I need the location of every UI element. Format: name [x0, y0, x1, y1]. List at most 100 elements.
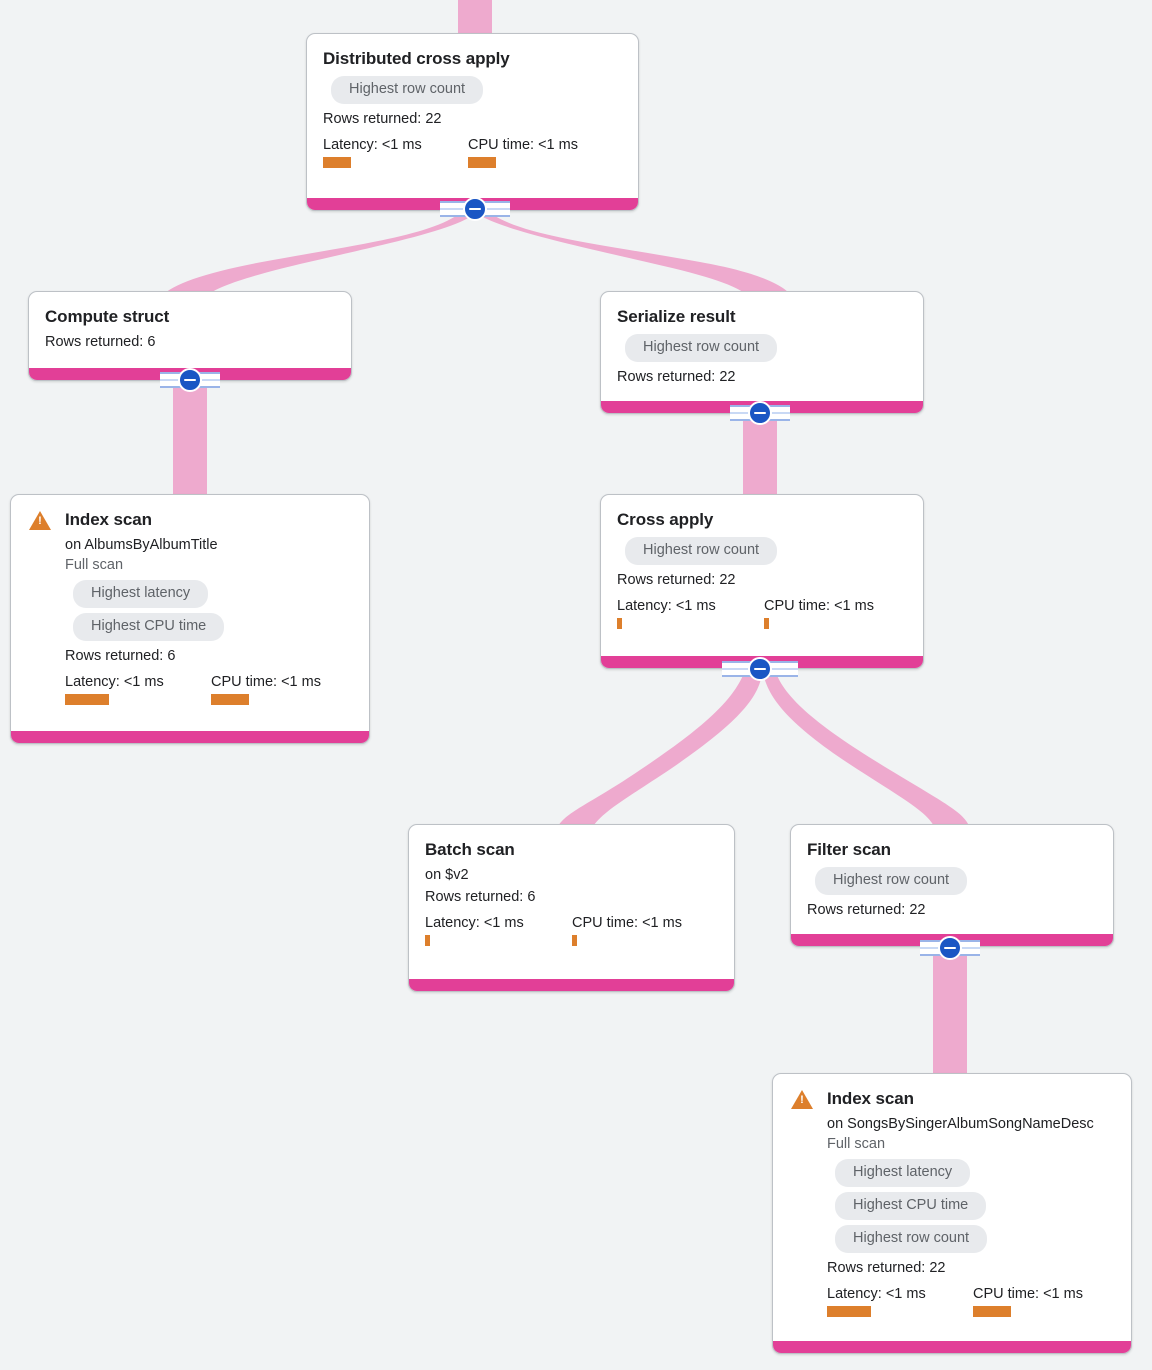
- node-rows-returned: Rows returned: 6: [45, 334, 156, 350]
- metric-cpu: CPU time: <1 ms: [973, 1285, 1083, 1317]
- metric-cpu-label: CPU time: <1 ms: [468, 137, 578, 153]
- collapse-button-serialize-result[interactable]: [748, 401, 772, 425]
- node-scan-type: Full scan: [65, 557, 124, 573]
- metric-latency-bar: [425, 935, 430, 946]
- metric-cpu: CPU time: <1 ms: [572, 914, 682, 946]
- node-body: Batch scan on $v2 Rows returned: 6 Laten…: [409, 825, 734, 956]
- node-batch-scan[interactable]: Batch scan on $v2 Rows returned: 6 Laten…: [408, 824, 735, 992]
- chip-highest-row-count: Highest row count: [331, 76, 484, 104]
- node-serialize-result[interactable]: Serialize result Highest row count Rows …: [600, 291, 924, 414]
- edge-cross-apply-to-batch-scan: [557, 670, 762, 828]
- node-filter-scan[interactable]: Filter scan Highest row count Rows retur…: [790, 824, 1114, 947]
- metric-latency: Latency: <1 ms: [827, 1285, 973, 1317]
- edge-cross-apply-to-filter-scan: [763, 670, 970, 828]
- metric-latency: Latency: <1 ms: [323, 136, 468, 168]
- node-metrics: Latency: <1 ms CPU time: <1 ms: [617, 597, 907, 629]
- warning-triangle-icon: [791, 1090, 813, 1109]
- node-footer-bar: [409, 979, 734, 991]
- metric-latency: Latency: <1 ms: [617, 597, 764, 629]
- edge-dca-to-serialize-result: [477, 212, 792, 296]
- chip-highest-latency: Highest latency: [835, 1159, 971, 1187]
- chip-highest-row-count: Highest row count: [625, 537, 778, 565]
- collapse-button-distributed-cross-apply[interactable]: [463, 197, 487, 221]
- node-body: Index scan on AlbumsByAlbumTitle Full sc…: [11, 495, 369, 715]
- metric-latency-bar: [617, 618, 622, 629]
- metric-latency-label: Latency: <1 ms: [425, 915, 524, 931]
- node-body: Filter scan Highest row count Rows retur…: [791, 825, 1113, 931]
- metric-latency-bar: [323, 157, 351, 168]
- node-rows-returned: Rows returned: 22: [827, 1260, 946, 1276]
- metric-latency-label: Latency: <1 ms: [617, 598, 716, 614]
- metric-cpu: CPU time: <1 ms: [211, 673, 321, 705]
- node-title: Serialize result: [617, 307, 736, 326]
- node-index-scan-songs[interactable]: Index scan on SongsBySingerAlbumSongName…: [772, 1073, 1132, 1354]
- node-distributed-cross-apply[interactable]: Distributed cross apply Highest row coun…: [306, 33, 639, 211]
- node-metrics: Latency: <1 ms CPU time: <1 ms: [425, 914, 718, 946]
- node-metrics: Latency: <1 ms CPU time: <1 ms: [323, 136, 622, 168]
- chip-highest-row-count: Highest row count: [815, 867, 968, 895]
- edge-root-inbound: [458, 0, 492, 34]
- node-title: Filter scan: [807, 840, 891, 859]
- node-chips: Highest row count: [617, 332, 907, 365]
- metric-cpu-bar: [764, 618, 769, 629]
- metric-cpu-label: CPU time: <1 ms: [572, 915, 682, 931]
- node-metrics: Latency: <1 ms CPU time: <1 ms: [827, 1285, 1115, 1317]
- chip-highest-row-count: Highest row count: [835, 1225, 988, 1253]
- node-chips: Highest row count: [617, 535, 907, 568]
- node-title: Compute struct: [45, 307, 170, 326]
- node-rows-returned: Rows returned: 6: [65, 648, 176, 664]
- node-title: Cross apply: [617, 510, 714, 529]
- collapse-button-filter-scan[interactable]: [938, 936, 962, 960]
- metric-latency-label: Latency: <1 ms: [65, 674, 164, 690]
- metric-cpu-label: CPU time: <1 ms: [973, 1286, 1083, 1302]
- node-index-name: on $v2: [425, 867, 469, 883]
- node-body: Distributed cross apply Highest row coun…: [307, 34, 638, 178]
- metric-cpu-bar: [468, 157, 496, 168]
- node-body: Index scan on SongsBySingerAlbumSongName…: [773, 1074, 1131, 1327]
- node-title: Index scan: [65, 510, 152, 529]
- node-index-scan-albums[interactable]: Index scan on AlbumsByAlbumTitle Full sc…: [10, 494, 370, 744]
- metric-cpu-bar: [572, 935, 577, 946]
- node-metrics: Latency: <1 ms CPU time: <1 ms: [65, 673, 353, 705]
- metric-cpu-label: CPU time: <1 ms: [764, 598, 874, 614]
- node-title: Distributed cross apply: [323, 49, 510, 68]
- node-index-name: on SongsBySingerAlbumSongNameDesc: [827, 1116, 1094, 1132]
- chip-highest-cpu-time: Highest CPU time: [73, 613, 225, 641]
- node-compute-struct[interactable]: Compute struct Rows returned: 6: [28, 291, 352, 381]
- collapse-button-compute-struct[interactable]: [178, 368, 202, 392]
- edge-compute-struct-to-index-scan: [173, 380, 207, 495]
- edge-dca-to-compute-struct: [162, 212, 475, 296]
- metric-cpu-label: CPU time: <1 ms: [211, 674, 321, 690]
- node-rows-returned: Rows returned: 22: [323, 111, 442, 127]
- metric-cpu: CPU time: <1 ms: [764, 597, 874, 629]
- node-title: Batch scan: [425, 840, 515, 859]
- metric-latency-bar: [827, 1306, 871, 1317]
- node-chips: Highest latency Highest CPU time: [65, 578, 353, 644]
- node-rows-returned: Rows returned: 22: [617, 572, 736, 588]
- metric-latency-label: Latency: <1 ms: [827, 1286, 926, 1302]
- collapse-button-cross-apply[interactable]: [748, 657, 772, 681]
- node-chips: Highest latency Highest CPU time Highest…: [827, 1157, 1115, 1256]
- warning-triangle-icon: [29, 511, 51, 530]
- node-rows-returned: Rows returned: 22: [617, 369, 736, 385]
- node-body: Compute struct Rows returned: 6: [29, 292, 351, 363]
- node-rows-returned: Rows returned: 22: [807, 902, 926, 918]
- metric-cpu: CPU time: <1 ms: [468, 136, 578, 168]
- metric-cpu-bar: [211, 694, 249, 705]
- chip-highest-row-count: Highest row count: [625, 334, 778, 362]
- node-scan-type: Full scan: [827, 1136, 886, 1152]
- node-footer-bar: [773, 1341, 1131, 1353]
- node-body: Cross apply Highest row count Rows retur…: [601, 495, 923, 639]
- node-cross-apply[interactable]: Cross apply Highest row count Rows retur…: [600, 494, 924, 669]
- node-chips: Highest row count: [323, 74, 622, 107]
- node-rows-returned: Rows returned: 6: [425, 889, 536, 905]
- node-footer-bar: [11, 731, 369, 743]
- metric-latency: Latency: <1 ms: [425, 914, 572, 946]
- metric-latency-bar: [65, 694, 109, 705]
- node-title: Index scan: [827, 1089, 914, 1108]
- node-chips: Highest row count: [807, 865, 1097, 898]
- chip-highest-latency: Highest latency: [73, 580, 209, 608]
- metric-latency: Latency: <1 ms: [65, 673, 211, 705]
- node-index-name: on AlbumsByAlbumTitle: [65, 537, 218, 553]
